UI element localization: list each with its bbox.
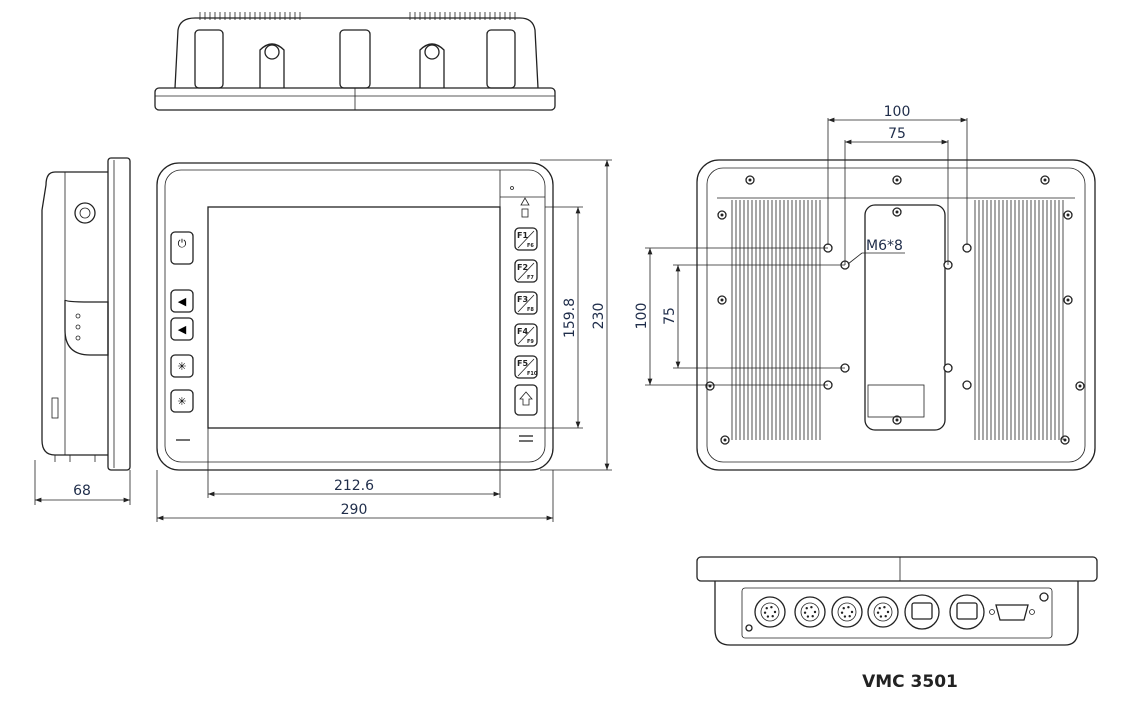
- m12-port-2[interactable]: [831, 596, 863, 628]
- screw-icon: [892, 175, 902, 185]
- screen: [207, 206, 501, 429]
- function-key-main-label: F5: [517, 359, 528, 368]
- side-view: 68: [34, 157, 131, 505]
- function-key-main-label: F3: [517, 295, 528, 304]
- screw-icon: [717, 295, 727, 305]
- brightness-down-icon: ✳: [177, 395, 186, 408]
- screw-head: [895, 178, 899, 182]
- serial-port[interactable]: [989, 604, 1035, 621]
- volume-up-icon: ◀: [178, 323, 187, 336]
- front-button-power[interactable]: ⏻: [170, 231, 194, 265]
- screw-icon: [892, 415, 902, 425]
- screw-head: [720, 298, 724, 302]
- m12-port-3[interactable]: [867, 596, 899, 628]
- screw-icon: [1075, 381, 1085, 391]
- function-key-main-label: F2: [517, 263, 528, 272]
- dim-screen-width: 212.6: [334, 478, 374, 494]
- mount-knob-icon: [424, 44, 440, 60]
- usb-port[interactable]: [904, 594, 940, 630]
- top-rib: [339, 29, 371, 89]
- screw-head: [1078, 384, 1082, 388]
- screw-icon: [1063, 295, 1073, 305]
- function-key-sub-label: F9: [527, 339, 534, 345]
- heatsink-fins: [731, 200, 1064, 440]
- dim-overall-height: 230: [591, 303, 607, 330]
- screw-head: [1066, 213, 1070, 217]
- front-button-volume-down[interactable]: ◀: [170, 289, 194, 313]
- battery-icon: [521, 208, 529, 218]
- screw-icon: [745, 175, 755, 185]
- dim-vesa-inner-h: 75: [888, 126, 906, 142]
- top-view: [154, 12, 556, 111]
- light-sensor: [510, 186, 514, 190]
- screw-spec-label: M6*8: [866, 238, 903, 254]
- screw-head: [748, 178, 752, 182]
- function-key-sub-label: F10: [527, 371, 538, 377]
- screw-head: [1043, 178, 1047, 182]
- screw-icon: [705, 381, 715, 391]
- vesa-mount-hole: [962, 243, 972, 253]
- screw-head: [1063, 438, 1067, 442]
- front-button-brightness-up[interactable]: ✳: [170, 354, 194, 378]
- front-button-brightness-down[interactable]: ✳: [170, 389, 194, 413]
- m12-port-1[interactable]: [794, 596, 826, 628]
- top-rib: [486, 29, 516, 89]
- power-port[interactable]: [754, 596, 786, 628]
- dim-vesa-outer-v: 100: [634, 303, 650, 330]
- volume-down-icon: ◀: [178, 295, 187, 308]
- model-label: VMC 3501: [862, 672, 958, 692]
- screw-head: [895, 418, 899, 422]
- screw-icon: [1060, 435, 1070, 445]
- screw-icon: [892, 207, 902, 217]
- dim-vesa-outer-h: 100: [884, 104, 911, 120]
- ethernet-port[interactable]: [949, 594, 985, 630]
- function-key-main-label: F1: [517, 231, 528, 240]
- function-key-sub-label: F6: [527, 243, 534, 249]
- screw-head: [895, 210, 899, 214]
- mount-knob-icon: [264, 44, 280, 60]
- front-home-key[interactable]: [514, 384, 538, 416]
- top-rib: [194, 29, 224, 89]
- top-vent-fins: [199, 12, 516, 20]
- vesa-plate: [864, 204, 946, 431]
- screw-icon: [720, 435, 730, 445]
- screw-head: [1066, 298, 1070, 302]
- screw-head: [720, 213, 724, 217]
- screw-icon: [1040, 175, 1050, 185]
- screw-head: [723, 438, 727, 442]
- vesa-mount-hole: [943, 363, 953, 373]
- function-key-sub-label: F8: [527, 307, 534, 313]
- dim-screen-height: 159.8: [562, 298, 578, 338]
- dim-side-depth: 68: [73, 483, 91, 499]
- dim-vesa-inner-v: 75: [662, 307, 678, 325]
- screw-icon: [1063, 210, 1073, 220]
- vesa-mount-hole: [962, 380, 972, 390]
- screw-icon: [717, 210, 727, 220]
- brightness-up-icon: ✳: [177, 360, 186, 373]
- warning-icon: [520, 197, 530, 206]
- arrow-up-icon: [519, 391, 533, 406]
- front-button-volume-up[interactable]: ◀: [170, 317, 194, 341]
- power-icon: ⏻: [178, 237, 187, 250]
- dim-overall-width: 290: [341, 502, 368, 518]
- function-key-sub-label: F7: [527, 275, 534, 281]
- bottom-view: VMC 3501: [696, 556, 1098, 692]
- back-view: 100 75 100 75 M6*8: [634, 104, 1096, 471]
- function-key-main-label: F4: [517, 327, 528, 336]
